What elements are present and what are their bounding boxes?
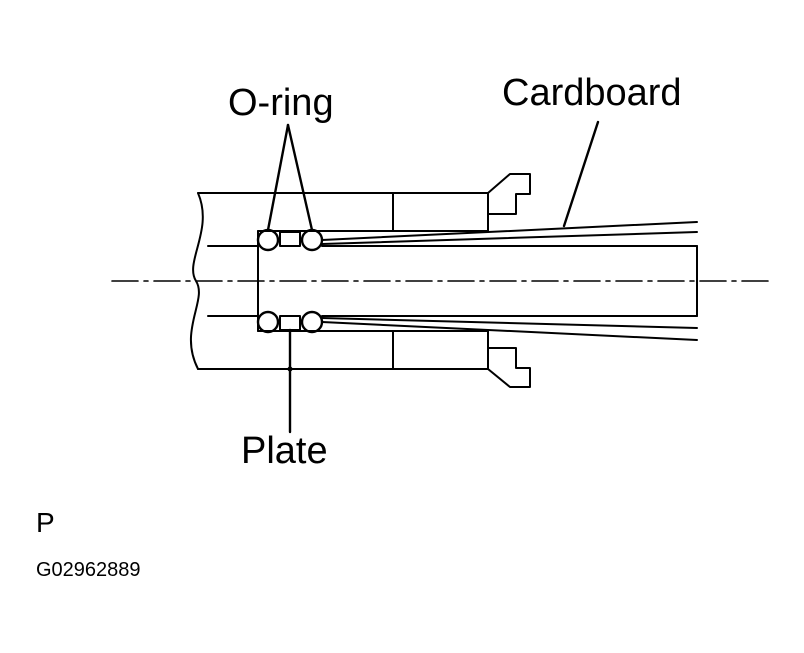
- cardboard-bottom-2: [321, 321, 698, 341]
- view-letter: P: [36, 507, 55, 538]
- plate-label: Plate: [241, 430, 328, 472]
- o-ring-leader-left: [266, 123, 290, 232]
- o-ring-top-left: [256, 228, 280, 252]
- cardboard-label: Cardboard: [502, 72, 682, 114]
- sleeve-top: [257, 213, 489, 232]
- figure-id: G02962889: [36, 559, 141, 581]
- sleeve-bottom: [257, 330, 489, 349]
- o-ring-bottom-left: [256, 310, 280, 334]
- o-ring-top-right: [300, 228, 324, 252]
- housing-bottom-edge: [197, 347, 531, 388]
- housing-break-line: [189, 192, 204, 370]
- housing-top-edge: [197, 173, 531, 215]
- cardboard-bottom-1: [321, 317, 698, 329]
- plate-leader-dot: [287, 366, 293, 372]
- cardboard-leader: [562, 120, 600, 228]
- o-ring-leader-right: [286, 123, 314, 232]
- o-ring-label: O-ring: [228, 82, 334, 124]
- cardboard-top-1: [321, 221, 698, 241]
- plate-bottom: [279, 315, 301, 331]
- cardboard-top-2: [321, 231, 698, 245]
- plate-top: [279, 231, 301, 247]
- o-ring-bottom-right: [300, 310, 324, 334]
